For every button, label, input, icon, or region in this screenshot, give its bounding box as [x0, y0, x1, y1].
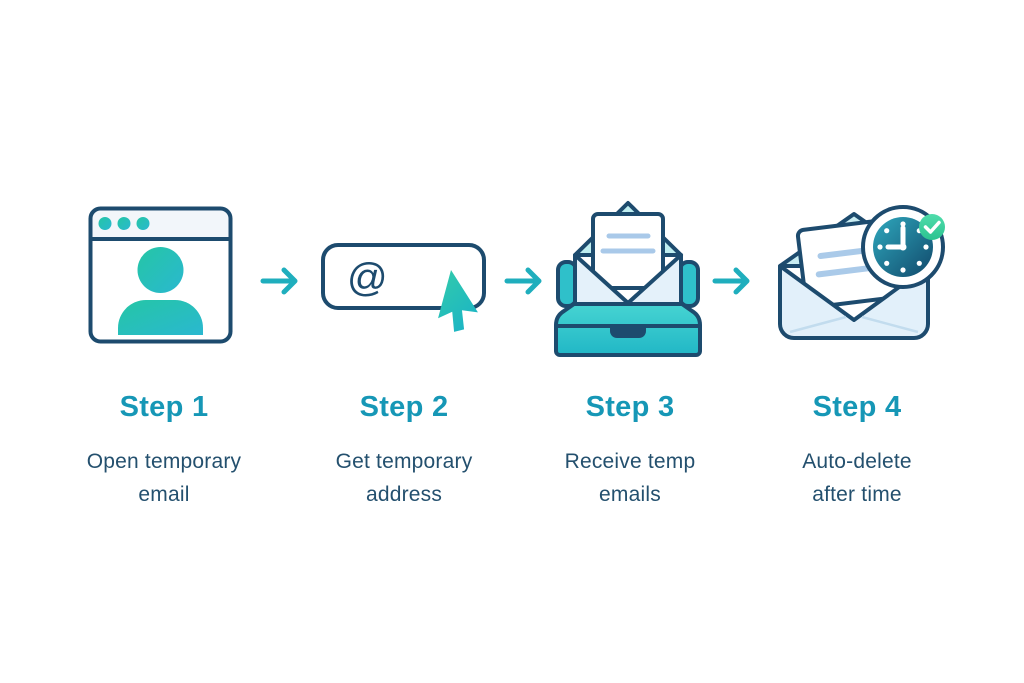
address-input-box: [321, 243, 486, 310]
mouse-cursor-icon: [438, 270, 478, 332]
letter-icon: [591, 212, 665, 290]
tray-handle: [610, 326, 646, 338]
browser-dots-icon: [98, 217, 150, 230]
email-input-cursor-icon: @: [321, 243, 496, 338]
arrow-right-icon: [260, 266, 302, 296]
open-envelope-icon: [573, 201, 683, 312]
browser-titlebar: [90, 208, 231, 239]
step-4-title: Step 4: [812, 391, 902, 423]
user-icon: [118, 247, 203, 335]
envelope-timer-check-icon: [776, 204, 951, 344]
at-symbol: @: [347, 256, 388, 300]
step-1-title: Step 1: [119, 391, 209, 423]
step-2-title: Step 2: [359, 391, 449, 423]
inbox-envelope-icon: [553, 198, 703, 358]
arrow-right-icon: [504, 266, 546, 296]
arrow-right-icon: [712, 266, 754, 296]
browser-user-icon: [88, 206, 233, 344]
inbox-tray-icon: [554, 302, 702, 357]
check-badge-icon: [919, 214, 945, 240]
step-3-title: Step 3: [585, 391, 675, 423]
